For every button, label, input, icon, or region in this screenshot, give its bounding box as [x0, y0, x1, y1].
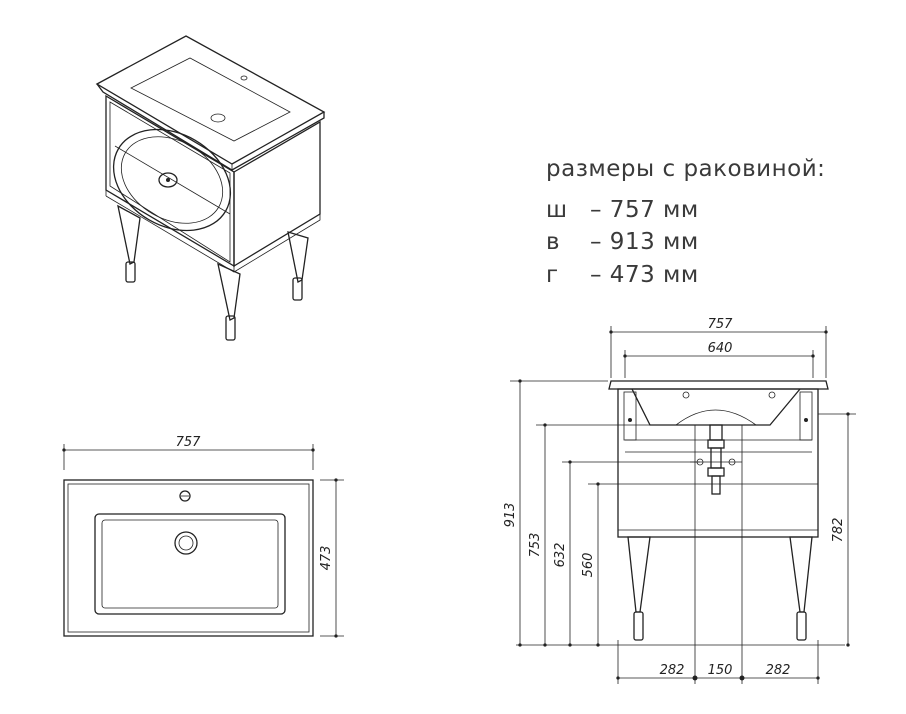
spec-height-row: в – 913 мм: [546, 229, 699, 255]
iso-basin: [130, 57, 291, 142]
top-tap-hole: [179, 490, 191, 502]
spec-height-key: в: [546, 229, 561, 255]
top-countertop: [63, 479, 314, 637]
front-legs: [627, 536, 813, 641]
iso-countertop: [95, 35, 326, 165]
front-height-753-label: 753: [528, 533, 543, 558]
iso-handle: [158, 172, 178, 188]
iso-legs: [117, 204, 309, 341]
spec-depth-key: г: [546, 262, 559, 288]
front-view: 757 640 913 753 632 560 782 282 150 28: [503, 317, 856, 684]
spec-width-key: ш: [546, 197, 568, 223]
front-bottom-mid-label: 150: [708, 663, 733, 678]
specs-title: размеры с раковиной:: [546, 156, 826, 182]
top-width-label: 757: [176, 435, 202, 450]
front-cabinet: [617, 388, 819, 538]
isometric-view: [95, 35, 326, 341]
spec-width-row: ш – 757 мм: [546, 197, 699, 223]
front-height-560-label: 560: [581, 553, 596, 578]
front-siphon: [690, 424, 742, 495]
front-overall-width-label: 757: [708, 317, 734, 332]
spec-width-value: – 757 мм: [590, 197, 699, 223]
top-drain: [174, 531, 198, 555]
top-depth-label: 473: [319, 546, 334, 571]
front-countertop: [608, 380, 829, 390]
spec-depth-value: – 473 мм: [590, 262, 699, 288]
front-bottom-left-label: 282: [660, 663, 685, 678]
iso-drain: [210, 113, 226, 123]
front-height-782-label: 782: [831, 518, 846, 543]
front-total-height-label: 913: [503, 503, 518, 528]
spec-height-value: – 913 мм: [590, 229, 699, 255]
top-basin: [94, 513, 286, 615]
top-view: 757 473: [62, 435, 344, 638]
front-bottom-right-label: 282: [766, 663, 791, 678]
spec-depth-row: г – 473 мм: [546, 262, 699, 288]
front-height-632-label: 632: [553, 543, 568, 568]
front-inner-width-label: 640: [708, 341, 733, 356]
iso-tap-hole: [240, 75, 248, 81]
